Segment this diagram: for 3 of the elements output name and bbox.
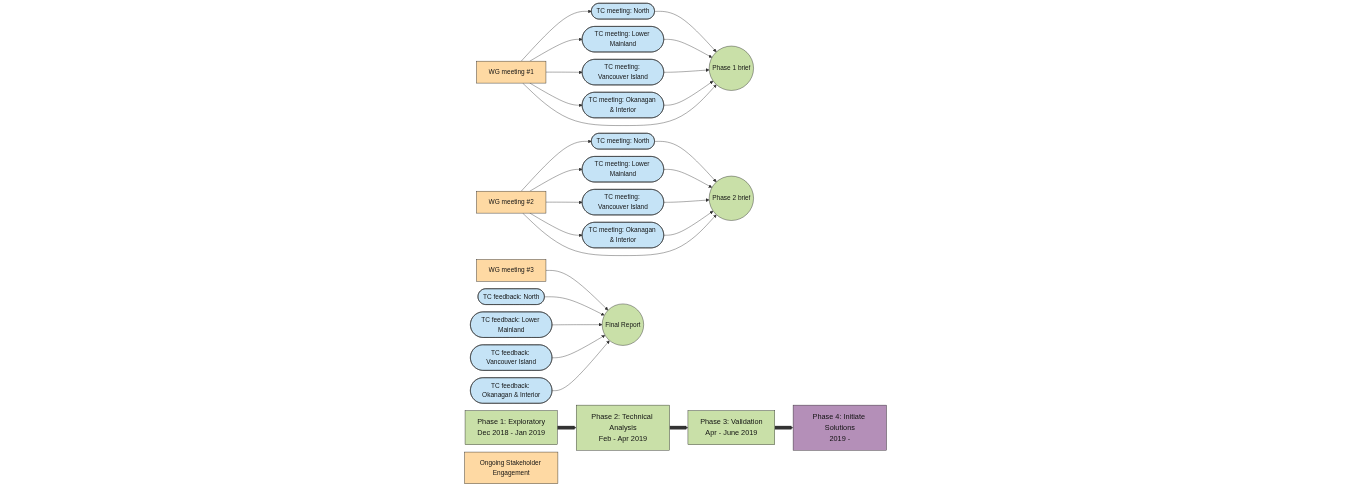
arrow [669,425,689,430]
arrow [557,425,577,430]
arrow [774,425,794,430]
